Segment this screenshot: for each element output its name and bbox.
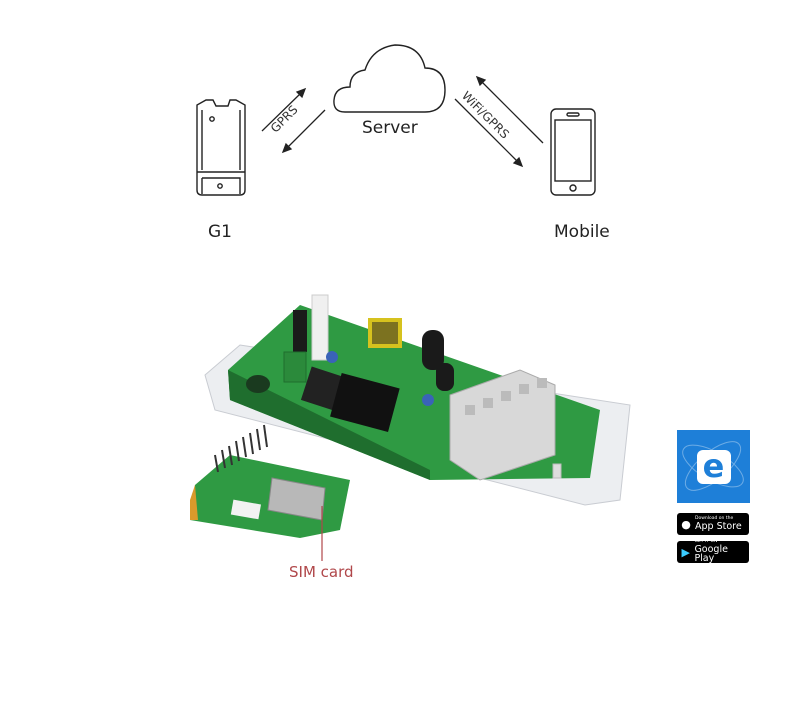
google-play-small-text: GET IT ON [694,539,718,545]
sim-module [190,424,350,538]
gprs-arrows [261,87,326,154]
google-play-icon: ▶ [681,545,690,559]
ewelink-logo: e [696,449,731,484]
mobile-phone-icon [550,108,596,196]
apple-icon: ● [681,517,691,531]
google-play-big-text: Google Play [694,543,728,565]
server-label: Server [362,118,418,138]
ewelink-app-icon[interactable]: e [677,430,750,503]
pcb-product-photo [190,294,631,561]
wifi-gprs-arrows [454,75,544,168]
app-store-small-text: Download on the [695,516,734,521]
mobile-label: Mobile [554,222,610,242]
g1-label: G1 [208,222,232,242]
cloud-icon [333,44,446,113]
sim-card-label: SIM card [289,563,354,581]
app-store-big-text: App Store [695,520,742,532]
g1-device-icon [196,99,246,196]
